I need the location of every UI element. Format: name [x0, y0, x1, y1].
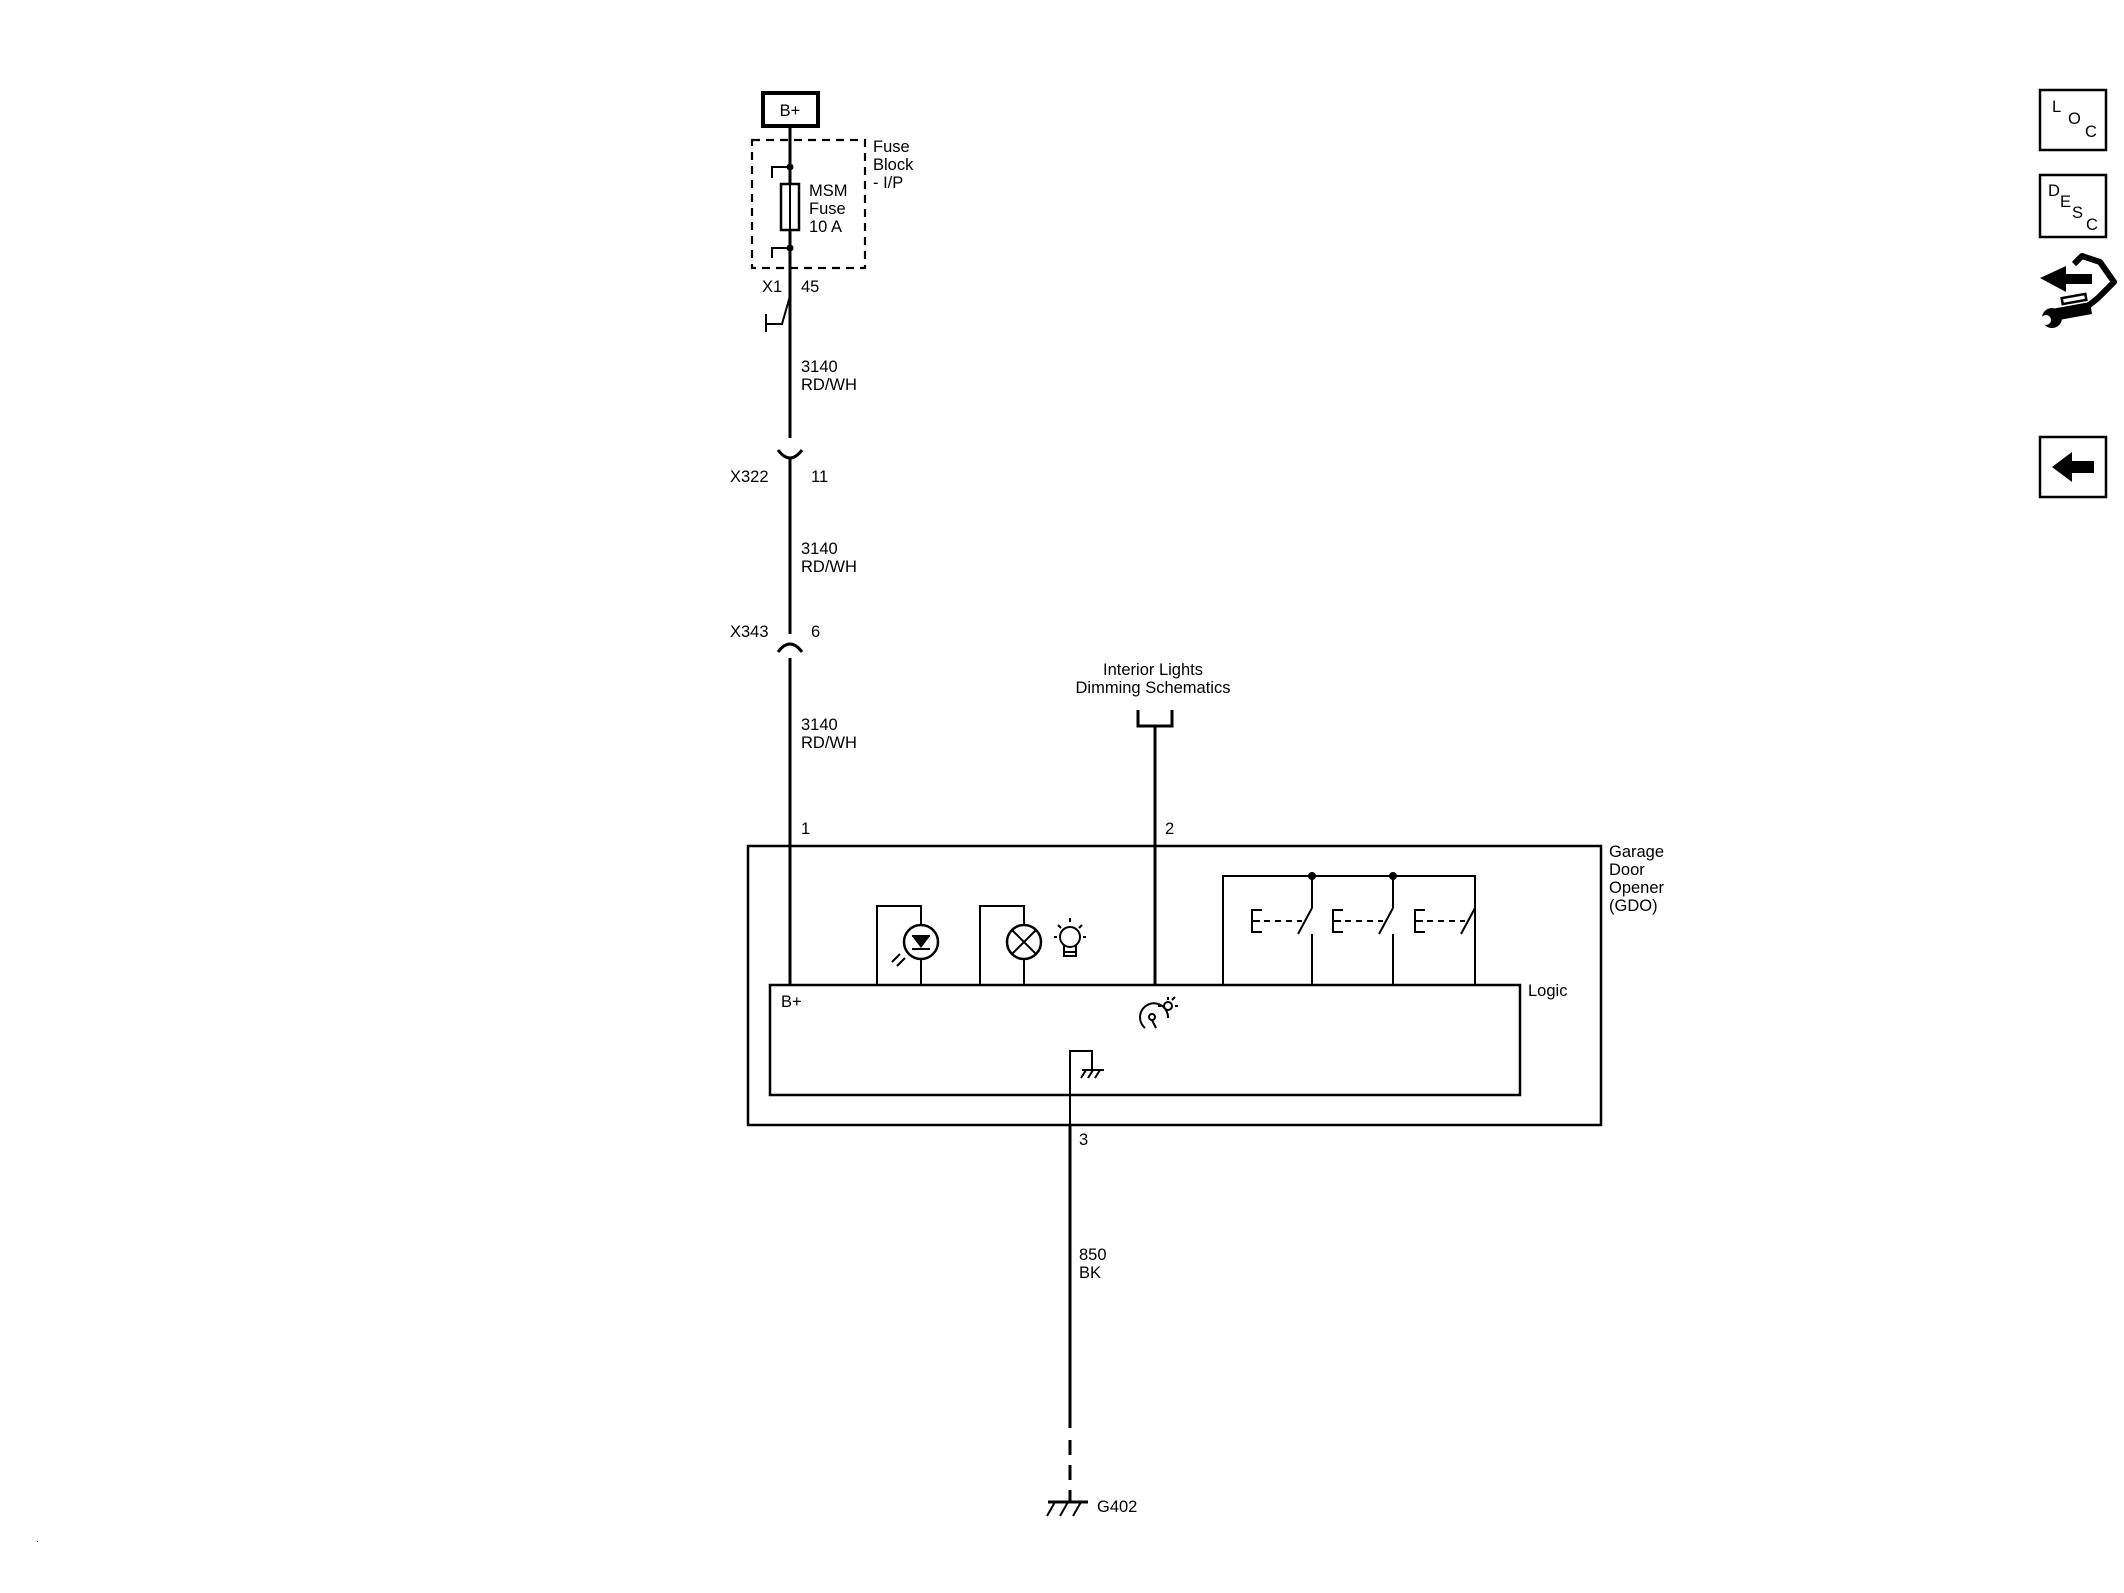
logic-b-plus-label: B+: [781, 993, 802, 1011]
module-pin-3: 3: [1079, 1131, 1088, 1149]
connector-x343-pin: 6: [811, 623, 820, 641]
loc-letter-l: L: [2052, 98, 2061, 116]
desc-letter-c: C: [2086, 216, 2098, 234]
module-name-2: Door: [1609, 861, 1645, 879]
fuse-label-1: MSM: [809, 182, 848, 200]
module-name-3: Opener: [1609, 879, 1665, 897]
interior-lights-dimming-reference: Interior Lights Dimming Schematics: [1076, 661, 1231, 985]
dimming-label-2: Dimming Schematics: [1076, 679, 1231, 697]
desc-letter-d: D: [2048, 182, 2060, 200]
wire-3-circuit: 3140: [801, 716, 838, 734]
loc-letter-c: C: [2085, 123, 2097, 141]
loc-button[interactable]: L O C: [2038, 88, 2108, 152]
connector-x1-label: X1: [762, 278, 782, 296]
ground-g402-icon: [1046, 1500, 1088, 1517]
ground-g402-label: G402: [1097, 1498, 1137, 1516]
wire-1-color: RD/WH: [801, 376, 857, 394]
desc-letter-s: S: [2072, 204, 2083, 222]
logic-label: Logic: [1528, 982, 1567, 1000]
desc-letter-e: E: [2060, 193, 2071, 211]
connector-x1-pin: 45: [801, 278, 819, 296]
switch-2-icon: [1332, 872, 1397, 985]
loc-letter-o: O: [2068, 110, 2081, 128]
garage-door-opener-module: Garage Door Opener (GDO) Logic B+: [746, 843, 1665, 1127]
dimming-control-icon: [1139, 996, 1178, 1029]
switch-bank: [1222, 872, 1476, 985]
connector-wrench-button[interactable]: [2038, 253, 2117, 337]
fuse-block-label-2: Block: [873, 156, 914, 174]
fuse-label-3: 10 A: [809, 218, 842, 236]
light-bulb-icon: [1054, 918, 1086, 957]
connector-x322-label: X322: [730, 468, 769, 486]
connector-x343: X343 6: [730, 623, 820, 653]
wire-2-color: RD/WH: [801, 558, 857, 576]
logic-internal-ground-icon: [1069, 1050, 1104, 1125]
lamp-icon: [979, 905, 1043, 985]
fuse-block-label-3: - I/P: [873, 174, 903, 192]
module-pin-2: 2: [1165, 820, 1174, 838]
fuse-block-ip: Fuse Block - I/P MSM Fuse 10 A: [750, 138, 914, 270]
ground-wire-circuit: 850: [1079, 1246, 1107, 1264]
fuse-label-2: Fuse: [809, 200, 846, 218]
module-name-4: (GDO): [1609, 897, 1658, 915]
ground-wire-color: BK: [1079, 1264, 1101, 1282]
svg-text:.: .: [36, 1534, 39, 1545]
led-indicator-icon: [876, 905, 940, 985]
switch-3-icon: [1414, 876, 1476, 985]
wire-1-circuit: 3140: [801, 358, 838, 376]
connector-x322: X322 11: [730, 449, 828, 486]
dimming-label-1: Interior Lights: [1103, 661, 1203, 679]
desc-button[interactable]: D E S C: [2038, 173, 2108, 239]
connector-x343-label: X343: [730, 623, 769, 641]
module-name-1: Garage: [1609, 843, 1664, 861]
connector-x1: X1 45: [762, 248, 819, 332]
wire-2-circuit: 3140: [801, 540, 838, 558]
module-pin-1: 1: [801, 820, 810, 838]
msm-fuse-symbol: [779, 182, 801, 232]
back-button[interactable]: [2038, 435, 2108, 499]
wire-3-color: RD/WH: [801, 734, 857, 752]
battery-power-source: B+: [761, 91, 820, 128]
b-plus-label: B+: [780, 102, 801, 120]
connector-wrench-icon: [2040, 253, 2117, 328]
switch-1-icon: [1251, 872, 1316, 985]
arrow-left-icon: [2052, 452, 2094, 482]
fuse-block-label-1: Fuse: [873, 138, 910, 156]
connector-x322-pin: 11: [811, 468, 828, 486]
